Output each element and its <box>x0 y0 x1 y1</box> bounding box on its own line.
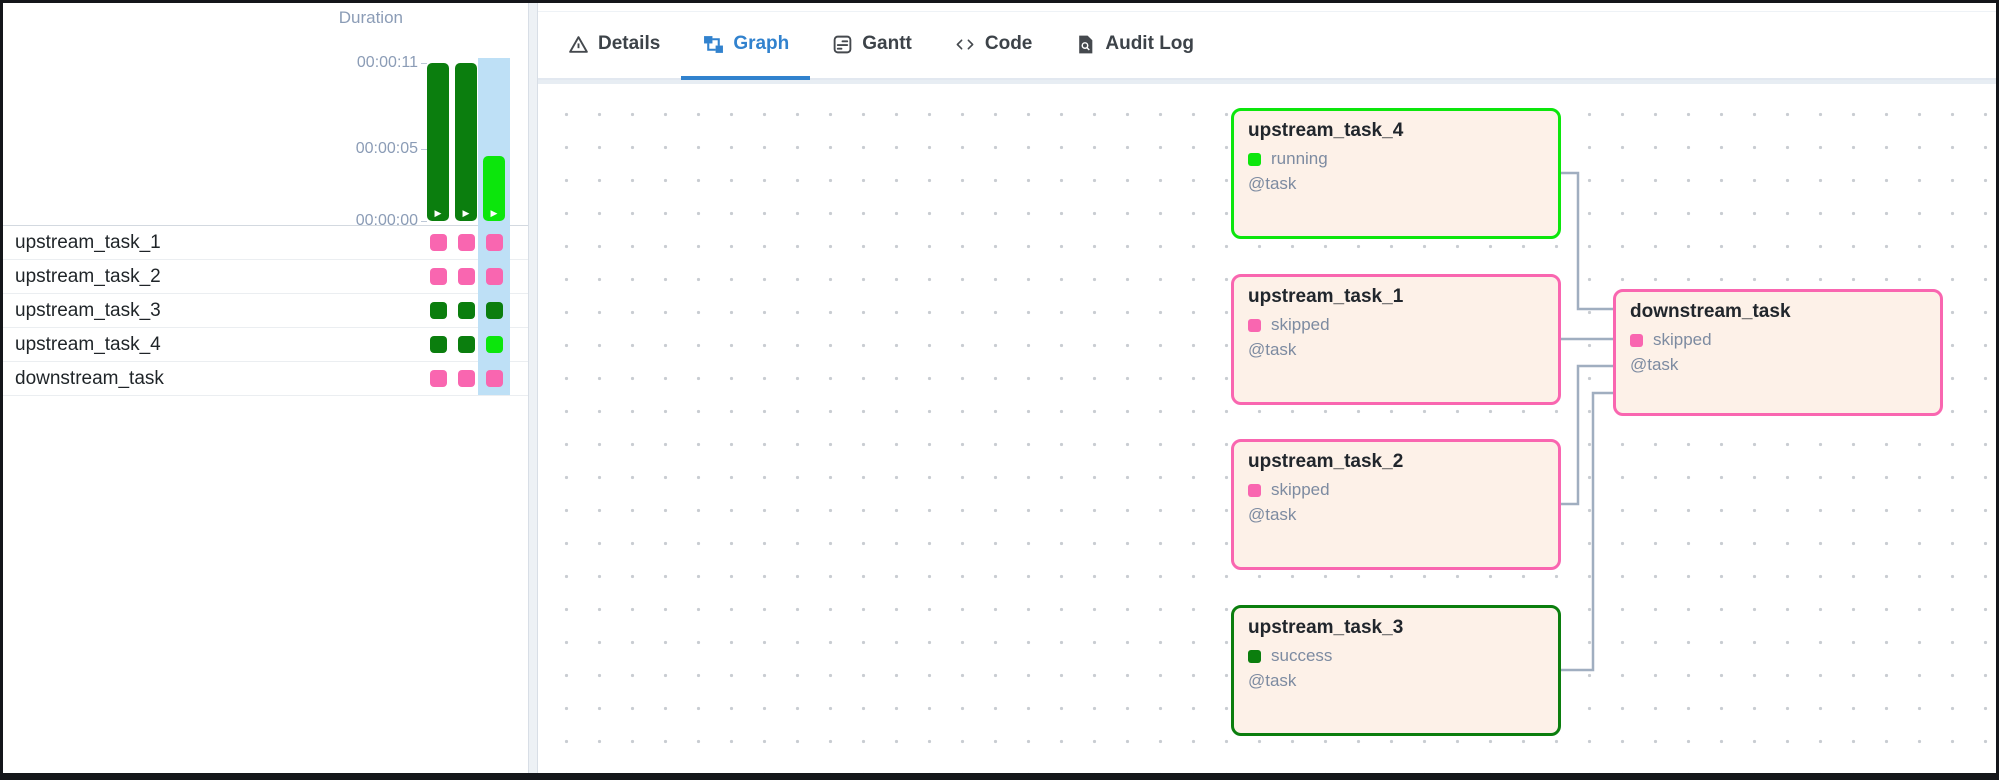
status-label: skipped <box>1271 480 1330 499</box>
graph-node-status-row: running <box>1248 149 1544 169</box>
tab-label: Details <box>598 33 661 54</box>
status-color-square <box>1248 649 1261 663</box>
task-name-label: upstream_task_3 <box>15 300 161 321</box>
task-row[interactable]: upstream_task_4 <box>3 328 528 362</box>
duration-axis-tick-mark <box>421 221 427 222</box>
task-name-label: upstream_task_4 <box>15 334 161 355</box>
duration-chart-title: Duration <box>338 8 403 27</box>
task-instance-status-square[interactable] <box>430 336 447 353</box>
task-instance-status-square[interactable] <box>486 370 503 387</box>
tab-label: Code <box>984 33 1033 54</box>
graph-node-status-row: success <box>1248 646 1544 666</box>
task-row[interactable]: upstream_task_2 <box>3 260 528 294</box>
run-type-play-icon: ▶ <box>490 207 498 218</box>
task-instance-status-square[interactable] <box>458 234 475 251</box>
graph-node-status-row: skipped <box>1630 330 1926 350</box>
tab-gantt[interactable]: Gantt <box>810 12 933 80</box>
tab-label: Audit Log <box>1105 33 1195 54</box>
edge-upstream_task_3-to-downstream_task <box>1561 391 1613 672</box>
warning-triangle-icon <box>567 33 589 55</box>
status-color-square <box>1248 152 1261 166</box>
task-decorator-label: @task <box>1248 340 1297 359</box>
tab-label: Graph <box>733 33 790 54</box>
grid-sidebar: Duration 00:00:11 00:00:05 00:00:00 ▶ ▶ ▶ ups… <box>3 3 528 773</box>
task-row[interactable]: upstream_task_3 <box>3 294 528 328</box>
code-icon <box>954 33 976 55</box>
status-label: success <box>1271 646 1333 665</box>
status-label: skipped <box>1271 315 1330 334</box>
task-name-label: upstream_task_2 <box>15 266 161 287</box>
audit-log-icon <box>1074 33 1096 55</box>
task-decorator-label: @task <box>1248 671 1297 690</box>
task-instance-status-square[interactable] <box>458 336 475 353</box>
tab-bar: Details Graph Gantt Code Audit Log <box>538 11 1996 80</box>
task-decorator-label: @task <box>1630 355 1679 374</box>
graph-node-status-row: skipped <box>1248 315 1544 335</box>
edge-upstream_task_4-to-downstream_task <box>1561 171 1613 311</box>
task-instance-status-square[interactable] <box>486 302 503 319</box>
duration-axis-tick-mark <box>421 149 427 151</box>
task-name-label: downstream_task <box>15 368 164 389</box>
graph-node-title: downstream_task <box>1630 301 1791 322</box>
task-list: upstream_task_1 upstream_task_2 upstream_t… <box>3 226 528 396</box>
task-instance-status-square[interactable] <box>486 268 503 285</box>
tab-graph[interactable]: Graph <box>681 12 811 80</box>
duration-axis-tick-mark <box>421 63 427 64</box>
status-label: running <box>1271 149 1328 168</box>
task-row[interactable]: upstream_task_1 <box>3 226 528 260</box>
task-instance-status-square[interactable] <box>486 336 503 353</box>
run-type-play-icon: ▶ <box>434 208 442 218</box>
task-instance-status-square[interactable] <box>430 234 447 251</box>
task-decorator-label: @task <box>1248 505 1297 524</box>
tab-label: Gantt <box>862 33 912 54</box>
task-instance-status-square[interactable] <box>430 370 447 387</box>
graph-edges-layer <box>1561 171 1613 672</box>
status-color-square <box>1248 318 1261 332</box>
edge-upstream_task_2-to-downstream_task <box>1561 364 1613 506</box>
dag-run-duration-bar[interactable]: ▶ <box>483 156 505 221</box>
duration-axis-tick-label: 00:00:05 <box>355 140 418 158</box>
graph-node-status-row: skipped <box>1248 480 1544 500</box>
tab-code[interactable]: Code <box>933 12 1054 80</box>
task-name-label: upstream_task_1 <box>15 232 161 253</box>
task-instance-status-square[interactable] <box>458 370 475 387</box>
task-instance-status-square[interactable] <box>458 268 475 285</box>
graph-icon <box>702 33 724 55</box>
task-decorator-label: @task <box>1248 174 1297 193</box>
duration-chart: Duration 00:00:11 00:00:05 00:00:00 ▶ ▶ ▶ <box>3 3 528 229</box>
task-instance-status-square[interactable] <box>458 302 475 319</box>
graph-node-title: upstream_task_2 <box>1248 451 1404 472</box>
dag-run-duration-bar[interactable]: ▶ <box>455 63 477 221</box>
duration-axis-tick-label: 00:00:00 <box>355 212 418 229</box>
gantt-icon <box>831 33 853 55</box>
tab-details[interactable]: Details <box>546 12 681 80</box>
task-instance-status-square[interactable] <box>430 268 447 285</box>
tab-audit-log[interactable]: Audit Log <box>1053 12 1215 80</box>
graph-node-title: upstream_task_4 <box>1248 120 1404 141</box>
task-instance-status-square[interactable] <box>486 234 503 251</box>
panel-resize-handle[interactable] <box>528 3 538 773</box>
status-color-square <box>1248 483 1261 497</box>
task-instance-status-square[interactable] <box>430 302 447 319</box>
dag-run-duration-bar[interactable]: ▶ <box>427 63 449 221</box>
duration-axis-tick-label: 00:00:11 <box>356 54 418 71</box>
detail-panel: Details Graph Gantt Code Audit Log upstream_… <box>538 3 1996 773</box>
status-color-square <box>1630 333 1643 347</box>
graph-node-title: upstream_task_3 <box>1248 617 1404 638</box>
status-label: skipped <box>1653 330 1712 349</box>
task-row[interactable]: downstream_task <box>3 362 528 396</box>
graph-node-title: upstream_task_1 <box>1248 286 1404 307</box>
run-type-play-icon: ▶ <box>462 208 470 218</box>
